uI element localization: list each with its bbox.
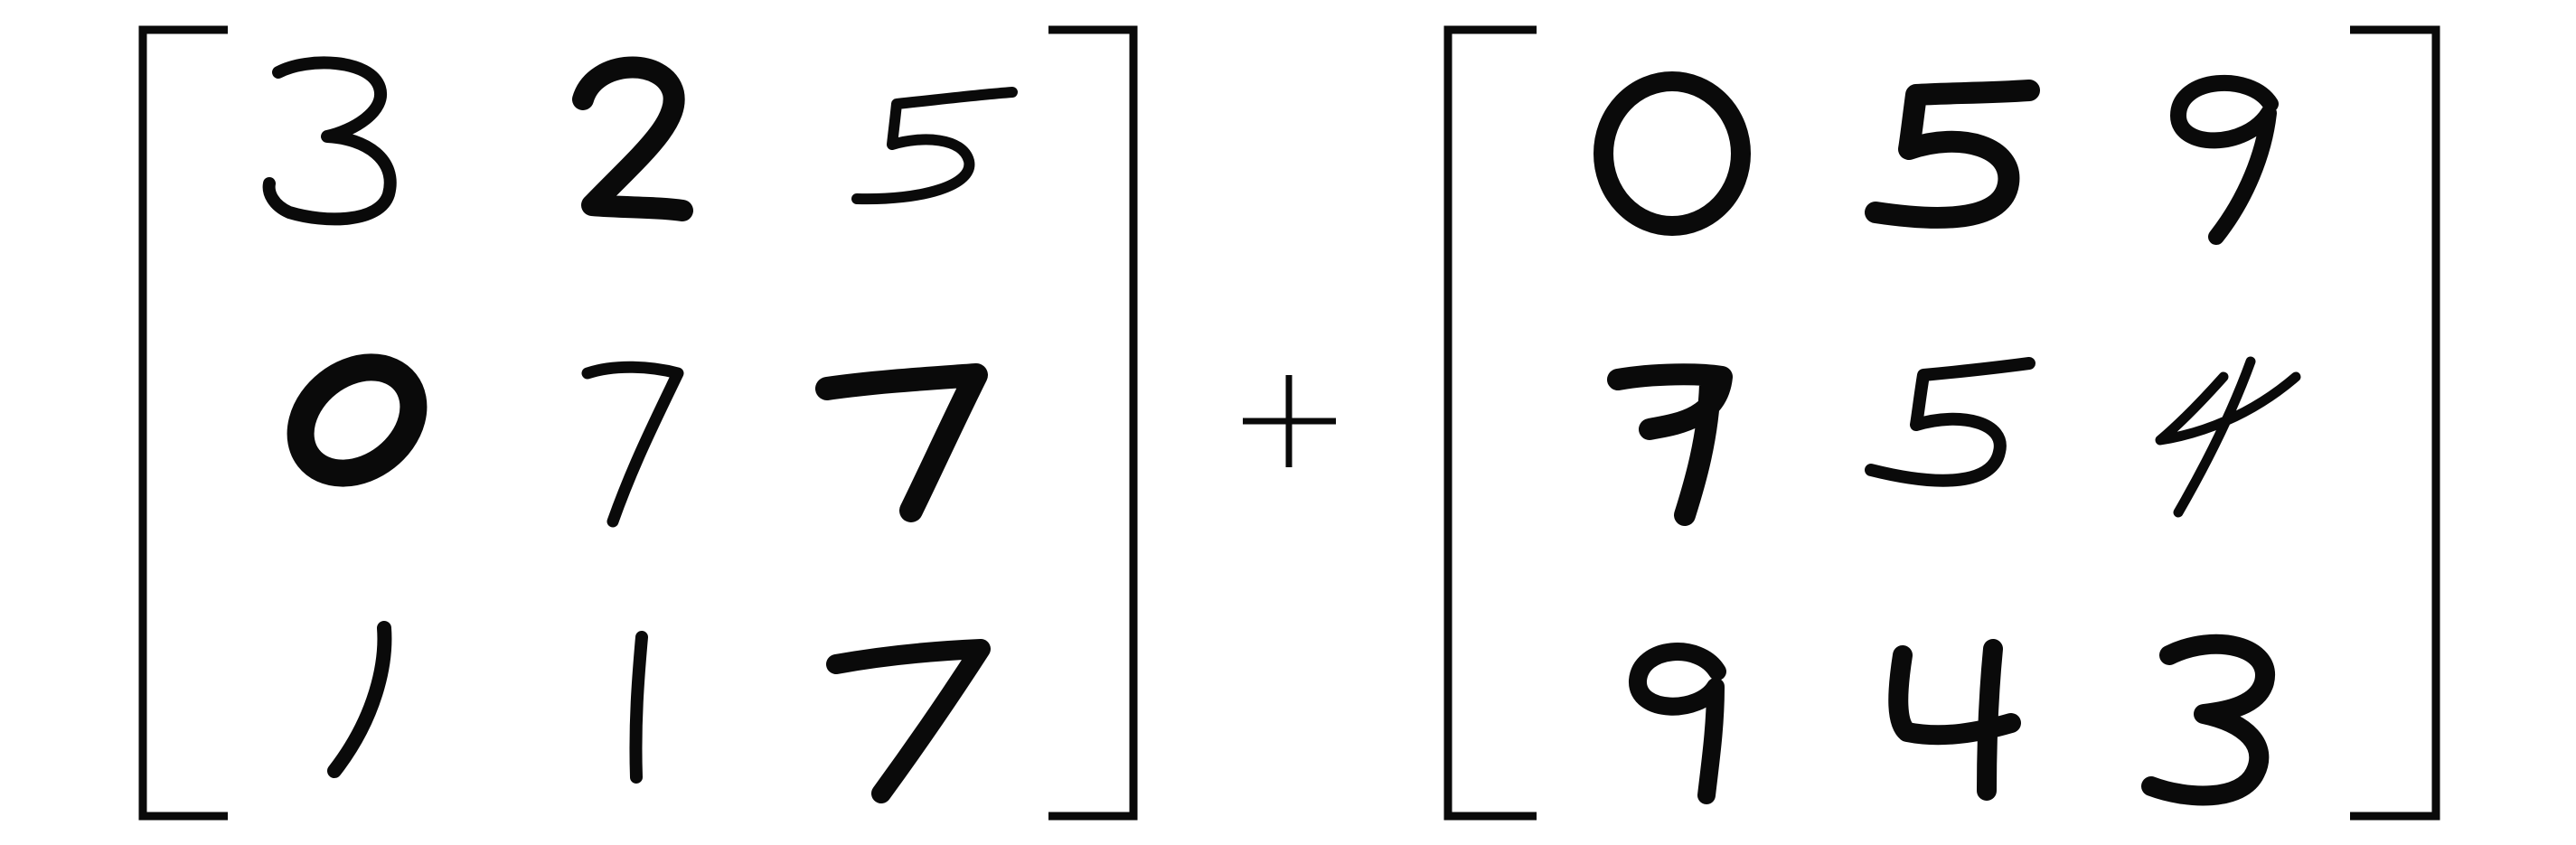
matrix-cell-digit: 7 [815,363,988,522]
matrix-cell-digit: 2 [572,56,693,221]
matrix-cell-digit: 5 [851,87,1018,205]
left-matrix-open-bracket [138,25,228,821]
matrix-cell-digit: 4 [1888,639,2021,801]
matrix-cell-digit: 0 [287,353,428,487]
plus-operator: + [1243,375,1336,467]
matrix-cell-digit: 4 [2155,356,2301,518]
matrix-right: 0 5 9 7 5 4 9 4 [1443,25,2440,821]
matrix-cell-digit: 7 [826,639,991,803]
matrix-cell-digit: 9 [1629,643,1726,804]
left-matrix-close-bracket [1048,25,1138,821]
matrix-cell-digit: 7 [581,361,684,528]
matrix-cell-digit: 3 [262,56,397,226]
right-matrix-close-bracket [2350,25,2440,821]
matrix-cell-digit: 1 [629,631,648,784]
matrix-cell-digit: 5 [1865,357,2035,487]
matrix-cell-digit: 1 [327,621,392,778]
matrix-cell-digit: 7 [1607,363,1733,526]
right-matrix-open-bracket [1443,25,1537,821]
matrix-cell-digit: 9 [2170,74,2279,245]
matrix-left: 3 2 5 0 7 7 1 1 [138,25,1138,821]
matrix-cell-digit: 3 [2141,634,2275,806]
matrix-cell-digit: 0 [1594,71,1751,236]
matrix-cell-digit: 5 [1865,80,2040,229]
